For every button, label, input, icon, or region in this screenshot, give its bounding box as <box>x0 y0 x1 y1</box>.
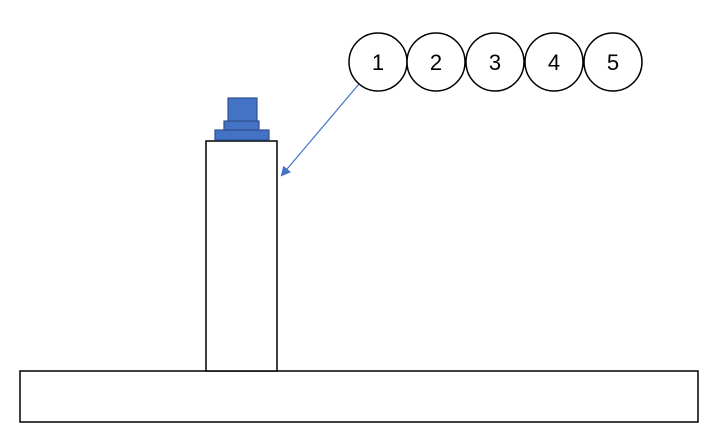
circle-2-label: 2 <box>430 50 442 75</box>
pointer-arrow <box>280 83 360 177</box>
circle-5: 5 <box>583 32 643 92</box>
circle-3-label: 3 <box>489 50 501 75</box>
circle-2-ring <box>406 32 466 92</box>
circle-4-ring <box>524 32 584 92</box>
vertical-column <box>205 140 278 372</box>
circle-4: 4 <box>524 32 584 92</box>
circle-3: 3 <box>465 32 525 92</box>
stack-block-middle <box>223 120 260 131</box>
circle-4-label: 4 <box>548 50 560 75</box>
stack-block-top <box>227 97 258 122</box>
circle-5-label: 5 <box>607 50 619 75</box>
circle-1: 1 <box>348 32 408 92</box>
circle-2: 2 <box>406 32 466 92</box>
base-platform <box>19 370 699 423</box>
circle-1-label: 1 <box>372 50 384 75</box>
stack-block-bottom <box>214 129 270 141</box>
circle-3-ring <box>465 32 525 92</box>
circle-5-ring <box>583 32 643 92</box>
